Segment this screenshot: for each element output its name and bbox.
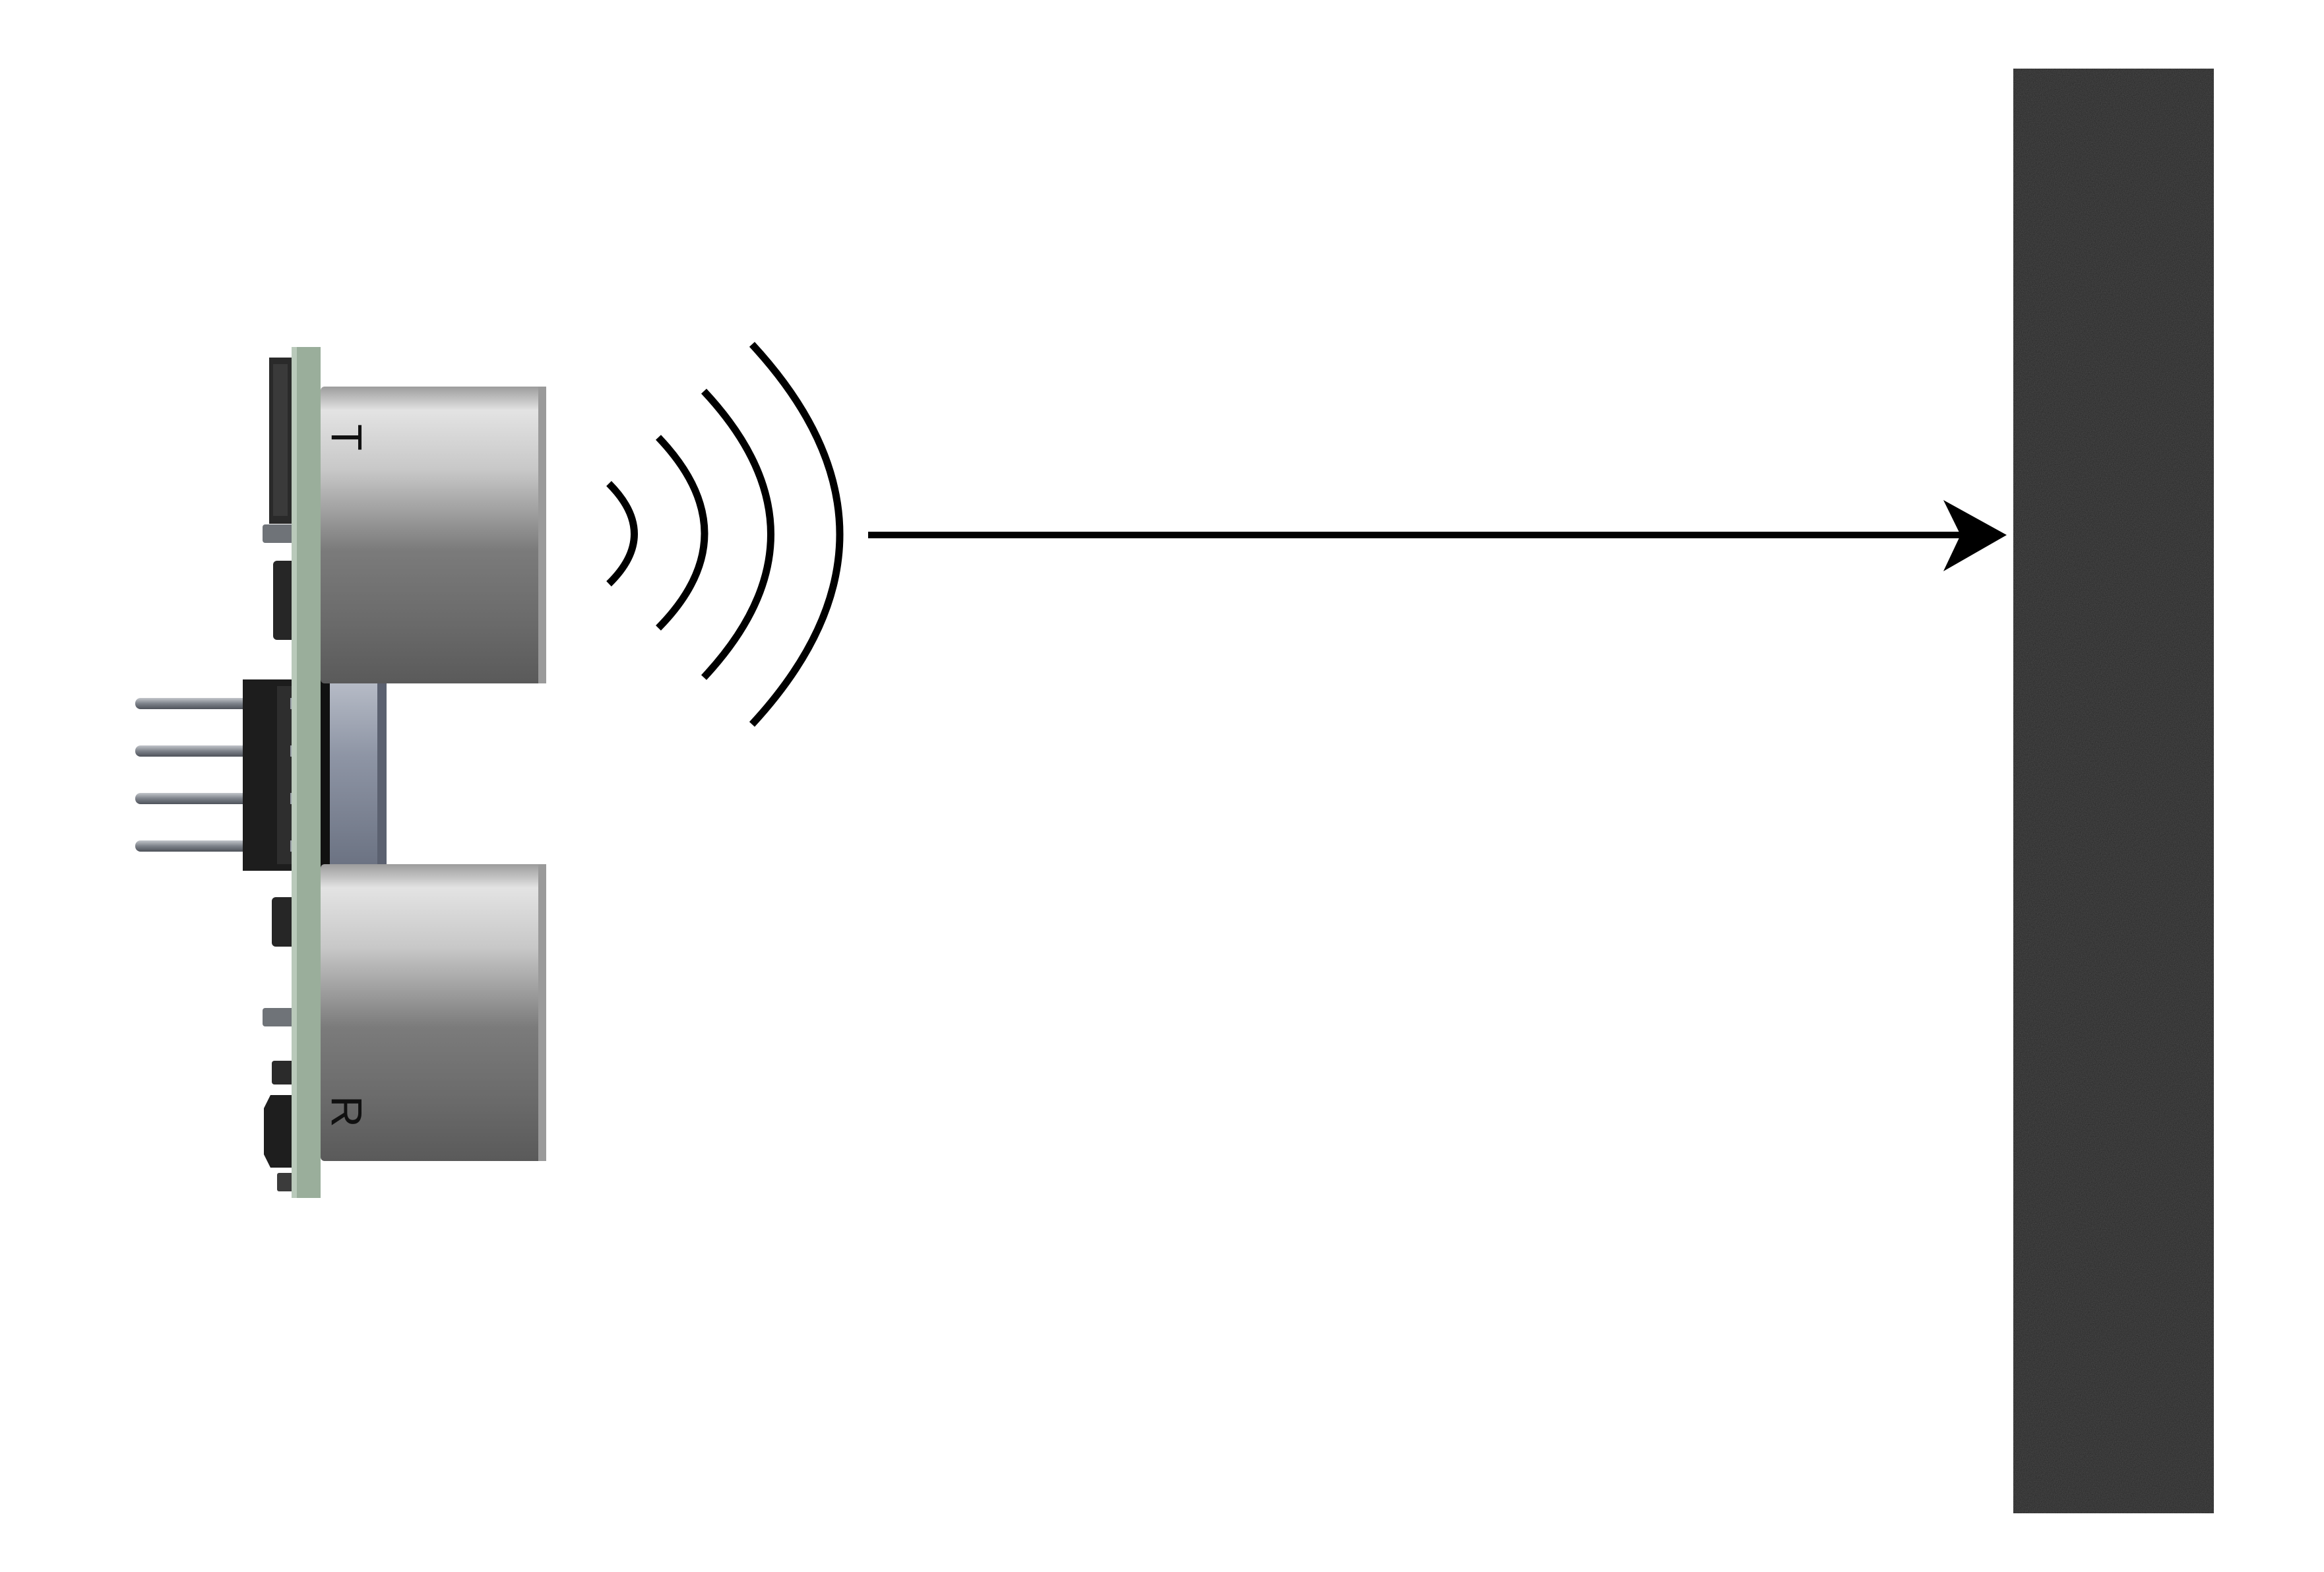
arrow-head [1943, 500, 2007, 571]
sound-wave-arc-1 [606, 481, 638, 586]
transmitter-transducer: T [321, 387, 546, 683]
sound-wave-arc-4 [749, 342, 844, 727]
sound-wave-arc-3 [701, 389, 774, 680]
arrow-right-icon [868, 500, 2007, 571]
ultrasonic-sensor-icon: T R [135, 347, 546, 1198]
transmitter-label: T [323, 424, 371, 451]
wall-obstacle-icon [2013, 69, 2214, 1513]
sound-wave-icon [606, 342, 844, 727]
receiver-transducer: R [321, 864, 546, 1161]
sound-wave-arc-2 [656, 435, 708, 631]
back-components [263, 358, 296, 1191]
receiver-label: R [323, 1096, 371, 1127]
crystal-oscillator [321, 674, 387, 873]
